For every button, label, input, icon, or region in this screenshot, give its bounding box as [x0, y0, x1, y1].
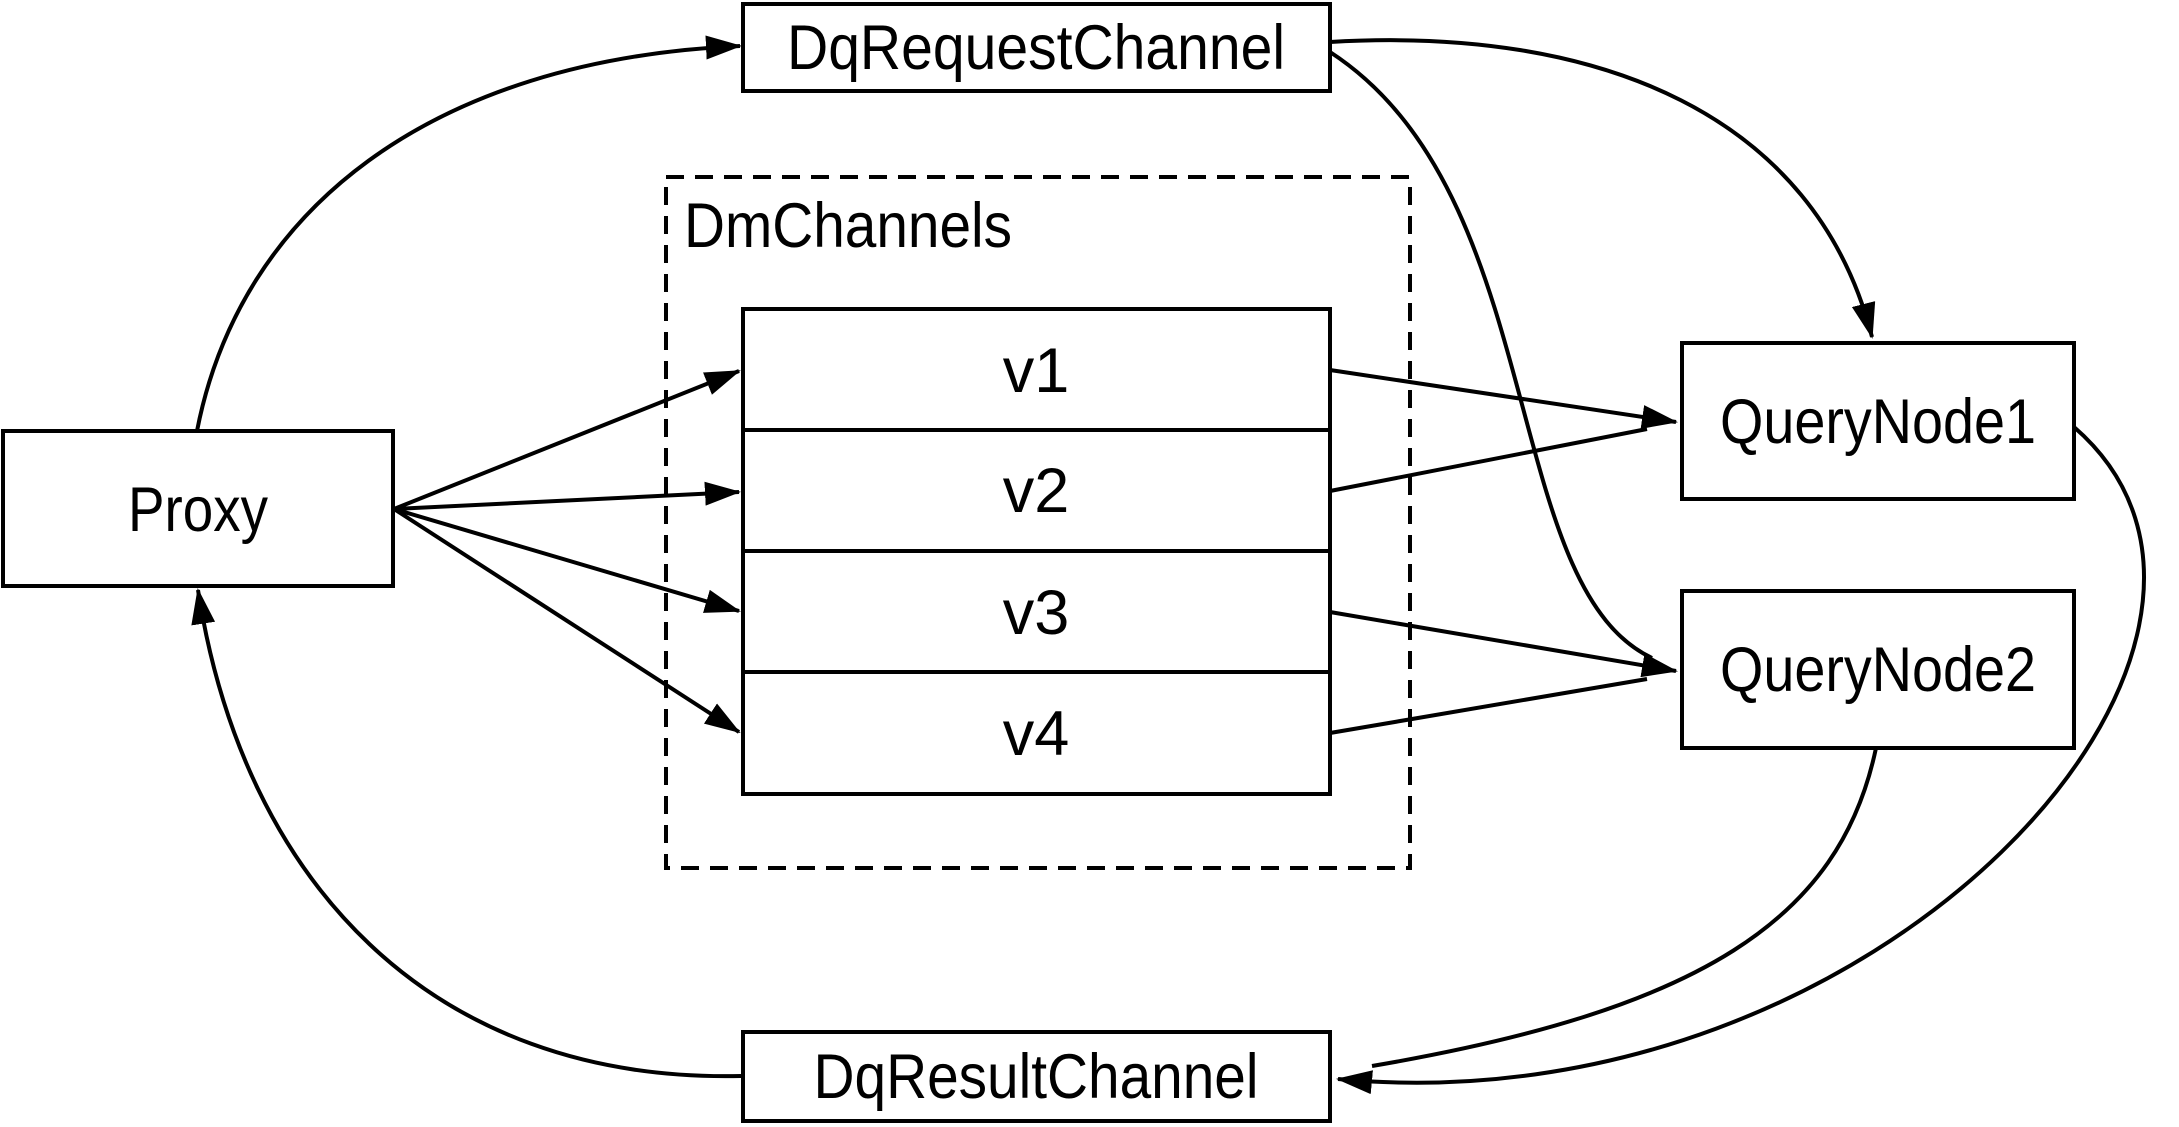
- dq-result-channel-box: [741, 1030, 1332, 1123]
- channel-v1-label: v1: [1003, 336, 1070, 406]
- edges: [191, 35, 2146, 1095]
- dq-request-channel-box: [741, 2, 1332, 93]
- edge-proxy-to-dq-request-channel: [195, 35, 742, 432]
- edge-dq-request-channel-to-query-node-1: [1329, 38, 1876, 339]
- query-node-2-label: QueryNode2: [1720, 635, 2036, 705]
- edge-dq-result-channel-to-proxy: [191, 588, 742, 1079]
- channel-v4-label: v4: [1003, 699, 1070, 769]
- node-proxy: Proxy: [1, 429, 395, 588]
- dm-channels-group: DmChannels v1 v2 v3 v4: [664, 175, 1412, 870]
- edge-proxy-to-v2: [393, 481, 741, 511]
- dq-result-channel-label: DqResultChannel: [814, 1042, 1259, 1112]
- channel-v3-label: v3: [1003, 578, 1070, 648]
- proxy-label: Proxy: [128, 475, 268, 545]
- channel-stack: v1 v2 v3 v4: [741, 307, 1332, 796]
- query-node-2-box: [1680, 589, 2076, 750]
- edge-v2-to-query-node-1: [1329, 427, 1648, 493]
- edge-query-node-2-to-dq-result-channel: [1371, 747, 1878, 1068]
- edge-dq-request-channel-to-query-node-2: [1328, 50, 1653, 660]
- dm-channels-group-border: [664, 175, 1412, 870]
- query-node-1-label: QueryNode1: [1720, 387, 2036, 457]
- node-dq-result-channel: DqResultChannel: [741, 1030, 1332, 1123]
- query-node-1-box: [1680, 341, 2076, 501]
- edge-v4-to-query-node-2: [1329, 677, 1648, 735]
- edge-proxy-to-v1: [393, 369, 741, 511]
- proxy-box: [1, 429, 395, 588]
- channel-v2-label: v2: [1003, 456, 1070, 526]
- edge-v1-to-query-node-1: [1329, 368, 1678, 429]
- dq-request-channel-label: DqRequestChannel: [787, 13, 1285, 83]
- edge-query-node-1-to-dq-result-channel: [1336, 425, 2146, 1095]
- dm-channels-group-label: DmChannels: [684, 191, 1012, 261]
- node-query-node-1: QueryNode1: [1680, 341, 2076, 501]
- node-dq-request-channel: DqRequestChannel: [741, 2, 1332, 93]
- node-query-node-2: QueryNode2: [1680, 589, 2076, 750]
- edge-proxy-to-v4: [392, 507, 741, 734]
- edge-v3-to-query-node-2: [1329, 610, 1678, 678]
- edge-proxy-to-v3: [393, 507, 741, 613]
